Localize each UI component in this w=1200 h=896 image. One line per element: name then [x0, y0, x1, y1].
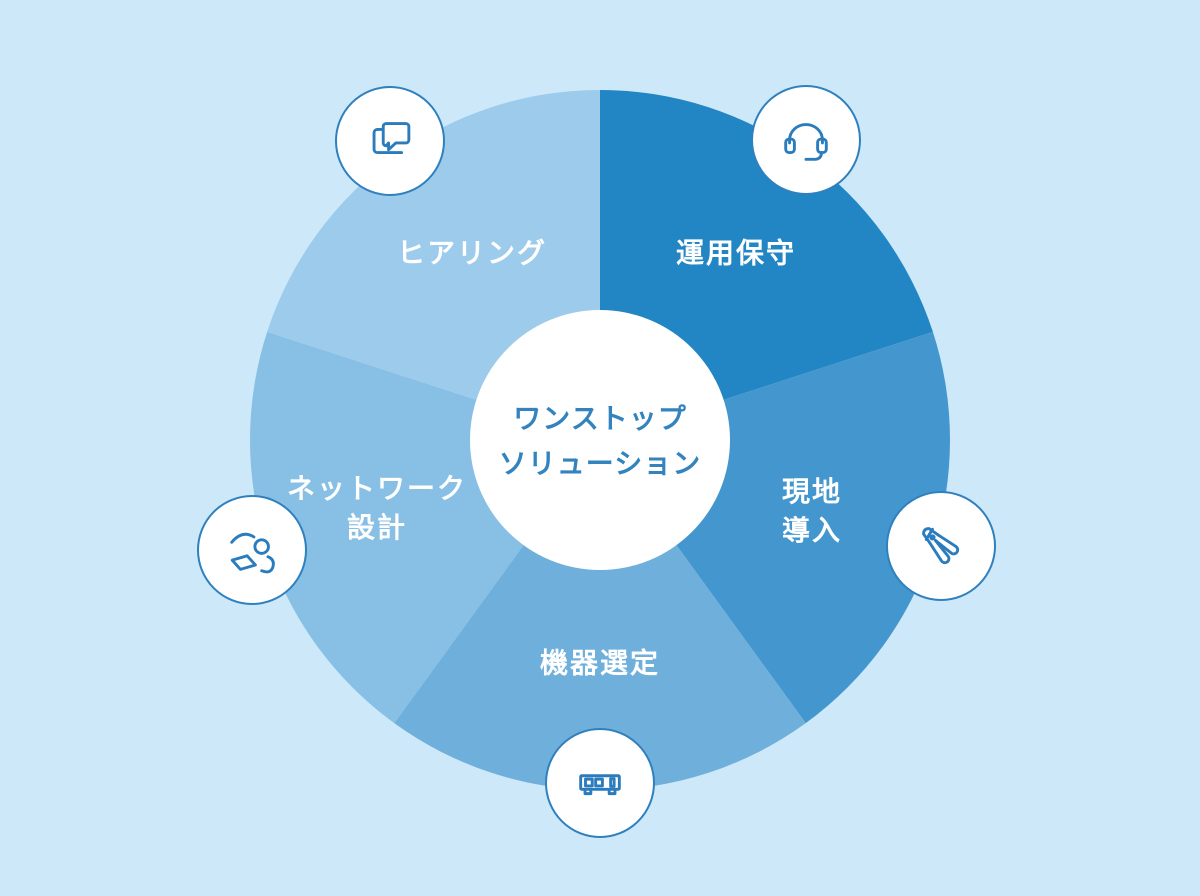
segment-label-onsite-line1: 現地: [781, 476, 843, 507]
center-hub-circle: [470, 310, 730, 570]
center-title-line1: ワンストップ: [513, 403, 687, 434]
segment-label-network-line1: ネットワーク: [286, 473, 468, 504]
pliers-icon: [922, 527, 960, 565]
segment-label-onsite-line2: 導入: [781, 515, 843, 546]
segment-label-network-line2: 設計: [346, 512, 408, 543]
network-device-icon: [579, 774, 621, 796]
segment-label-equipment-selection: 機器選定: [539, 647, 661, 679]
segment-label-onsite-installation: 現地 導入: [782, 472, 842, 550]
network-design-icon-badge: [197, 495, 307, 605]
headset-icon: [784, 123, 828, 161]
segment-label-operation-maintenance: 運用保守: [675, 237, 797, 269]
segment-equipment-selection: [394, 440, 806, 791]
center-title: ワンストップ ソリューション: [499, 396, 701, 486]
hearing-icon-badge: [335, 86, 445, 196]
equipment-selection-icon-badge: [545, 728, 655, 838]
person-laptop-icon: [230, 532, 275, 574]
center-title-line2: ソリューション: [498, 448, 702, 479]
operation-maintenance-icon-badge: [751, 85, 861, 195]
speech-bubbles-icon: [372, 122, 411, 155]
onsite-installation-icon-badge: [886, 491, 996, 601]
segment-label-network-design: ネットワーク 設計: [287, 469, 467, 547]
segment-label-hearing: ヒアリング: [396, 237, 548, 269]
